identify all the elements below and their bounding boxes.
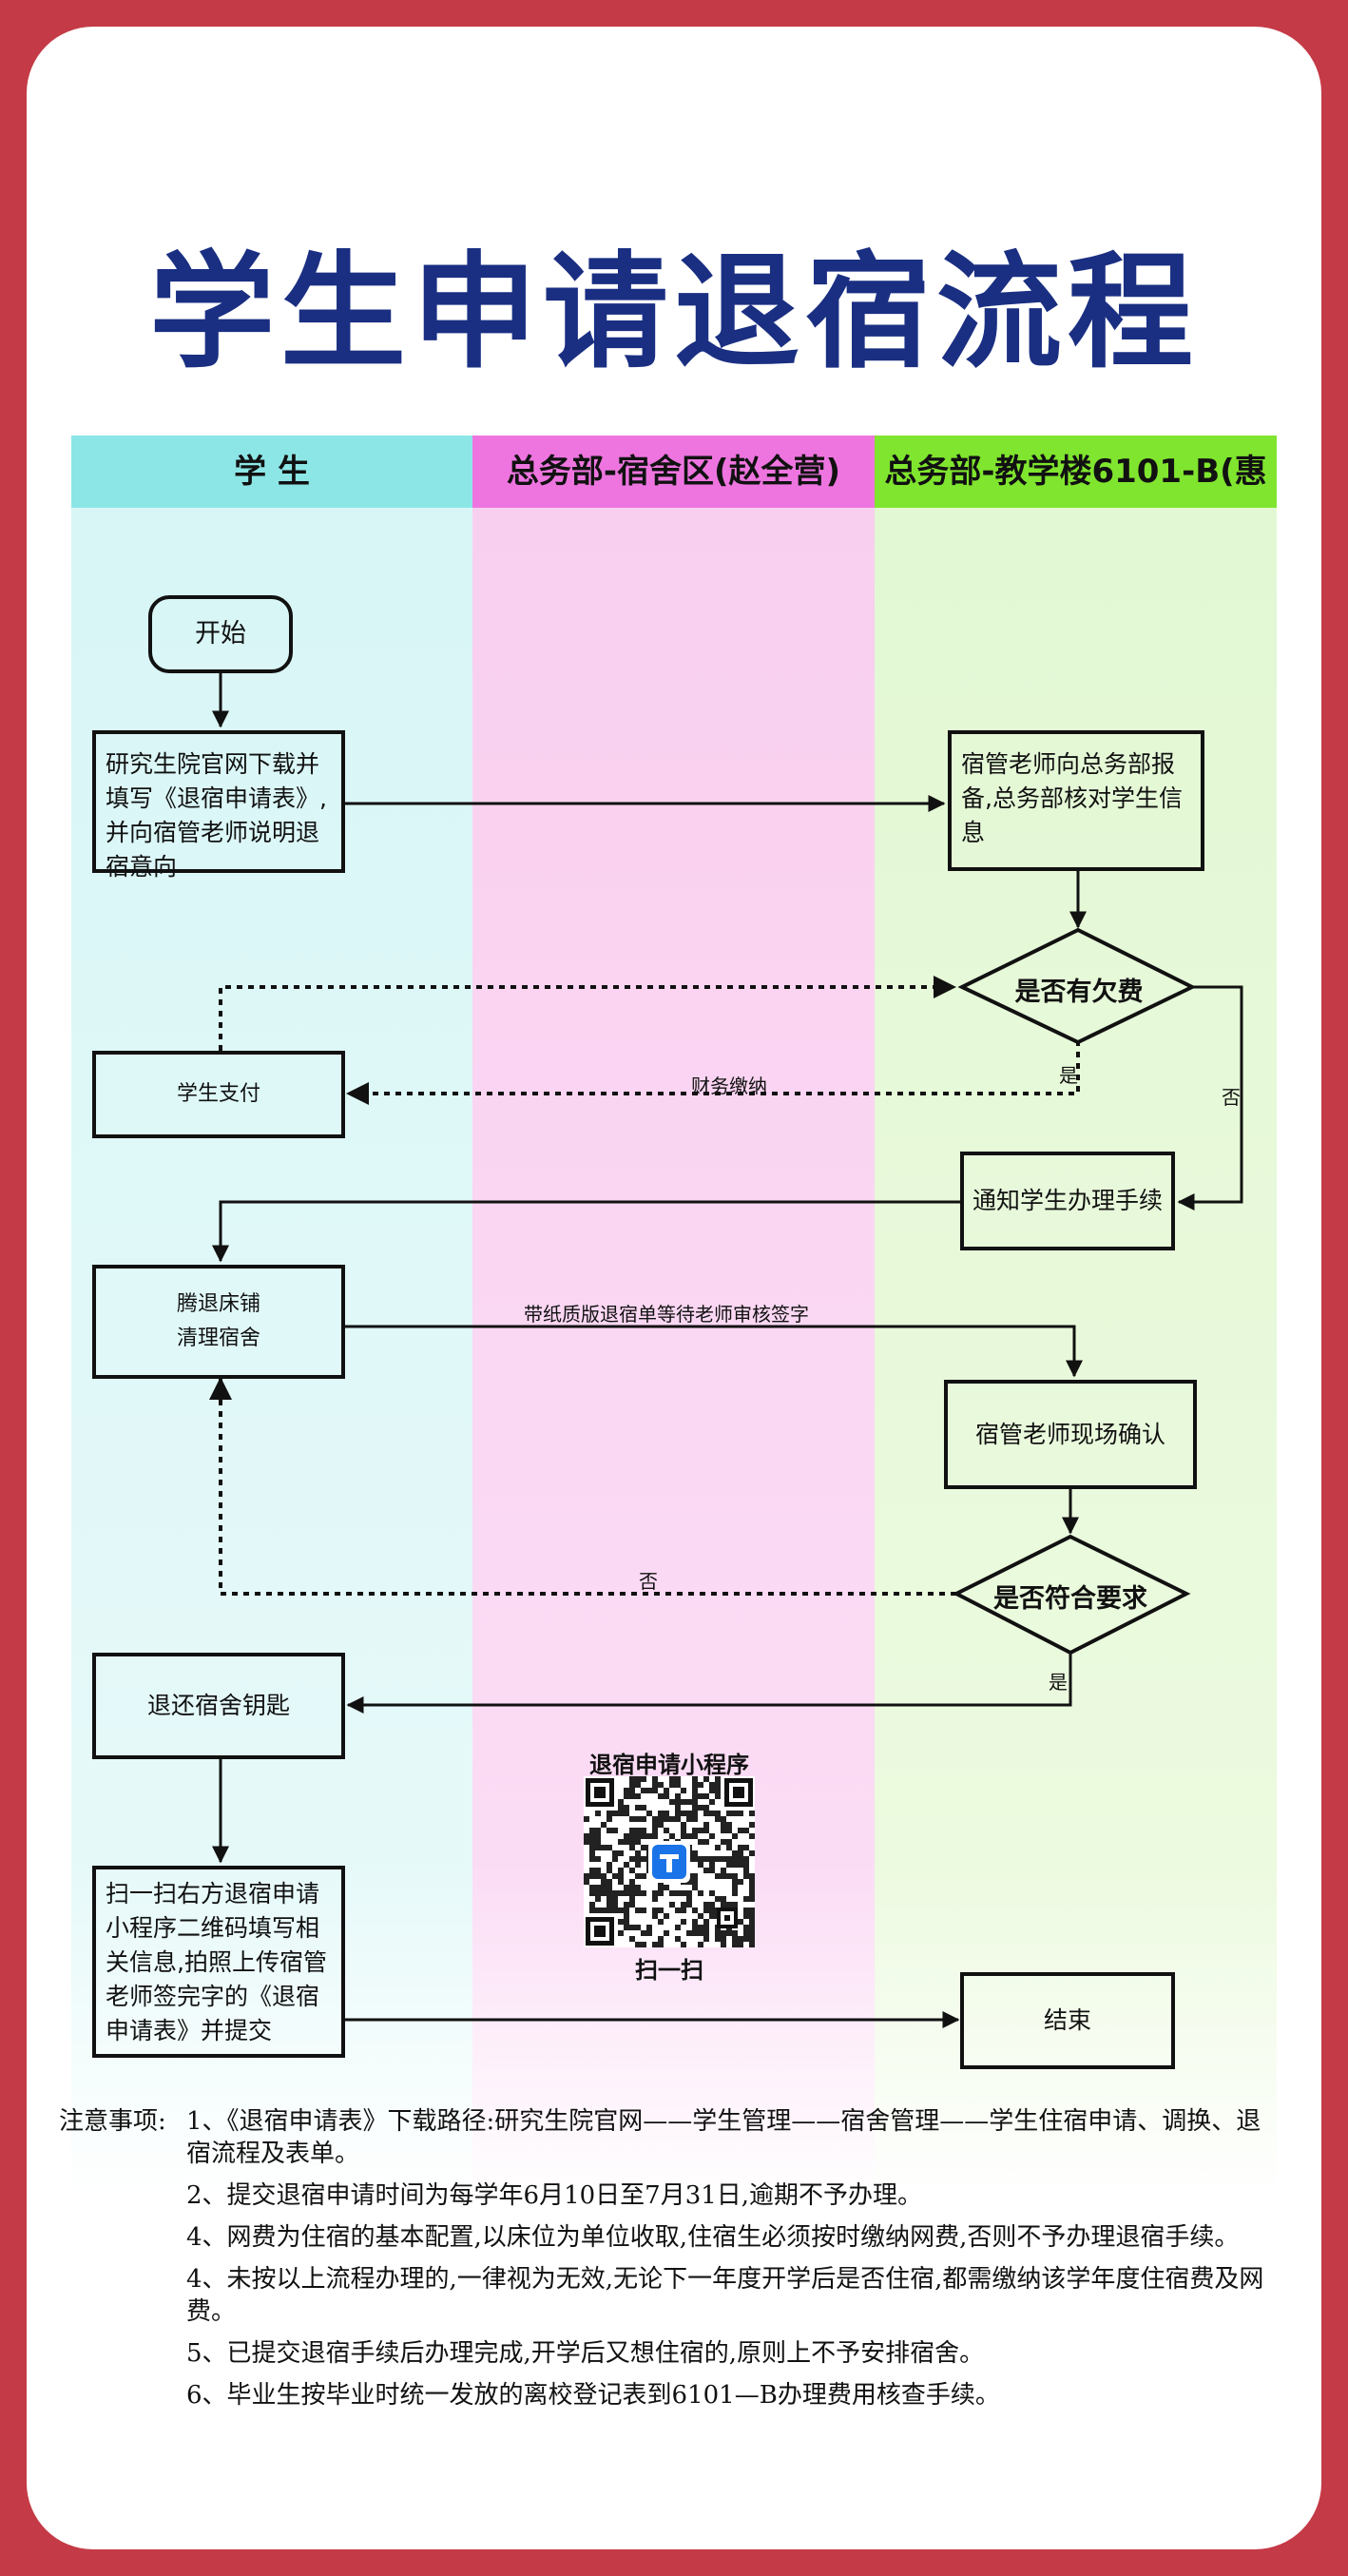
node-pay: 学生支付 <box>92 1051 345 1138</box>
qr-code-icon[interactable] <box>584 1776 755 1947</box>
edge-label-arrears-no: 否 <box>1222 1086 1241 1109</box>
lane-body-student <box>71 508 472 2200</box>
node-vacate: 腾退床铺 清理宿舍 <box>92 1265 345 1379</box>
note-text: 6、毕业生按毕业时统一发放的离校登记表到6101—B办理费用核查手续。 <box>186 2381 1000 2410</box>
qr-bottom-caption: 扫一扫 <box>635 1957 703 1984</box>
node-report: 宿管老师向总务部报备,总务部核对学生信息 <box>948 730 1204 871</box>
lane-header-dorm: 总务部-宿舍区(赵全营) <box>472 436 875 508</box>
node-end: 结束 <box>960 1972 1175 2069</box>
edge-label-meets-yes: 是 <box>1049 1671 1068 1694</box>
node-scan: 扫一扫右方退宿申请小程序二维码填写相关信息,拍照上传宿管老师签完字的《退宿申请表… <box>92 1866 345 2058</box>
edge-label-finance: 财务缴纳 <box>691 1075 767 1097</box>
node-download: 研究生院官网下载并填写《退宿申请表》,并向宿管老师说明退宿意向 <box>92 730 345 881</box>
node-arrears-label: 是否有欠费 <box>1014 978 1144 1007</box>
edge-label-meets-no: 否 <box>639 1570 658 1593</box>
edge-label-paper-form: 带纸质版退宿单等待老师审核签字 <box>524 1303 809 1326</box>
node-start: 开始 <box>148 595 293 673</box>
note-item: 4、未按以上流程办理的,一律视为无效,无论下一年度开学后是否住宿,都需缴纳该学年… <box>59 2263 1285 2328</box>
node-notify: 通知学生办理手续 <box>960 1152 1175 1250</box>
note-text: 1、《退宿申请表》下载路径:研究生院官网——学生管理——宿舍管理——学生住宿申请… <box>186 2107 1261 2168</box>
note-text: 4、网费为住宿的基本配置,以床位为单位收取,住宿生必须按时缴纳网费,否则不予办理… <box>186 2223 1240 2252</box>
notes-section: 注意事项: 1、《退宿申请表》下载路径:研究生院官网——学生管理——宿舍管理——… <box>59 2105 1285 2421</box>
note-item: 5、已提交退宿手续后办理完成,开学后又想住宿的,原则上不予安排宿舍。 <box>59 2337 1285 2370</box>
note-item: 注意事项: 1、《退宿申请表》下载路径:研究生院官网——学生管理——宿舍管理——… <box>59 2105 1285 2170</box>
note-item: 2、提交退宿申请时间为每学年6月10日至7月31日,逾期不予办理。 <box>59 2179 1285 2212</box>
node-confirm: 宿管老师现场确认 <box>944 1380 1197 1489</box>
diamond-meets <box>952 1534 1191 1656</box>
notes-prefix: 注意事项: <box>59 2107 166 2136</box>
node-return-key: 退还宿舍钥匙 <box>92 1653 345 1759</box>
edge-label-arrears-yes: 是 <box>1059 1064 1078 1087</box>
lane-header-student: 学 生 <box>71 436 472 508</box>
note-text: 5、已提交退宿手续后办理完成,开学后又想住宿的,原则上不予安排宿舍。 <box>186 2339 985 2368</box>
page-title: 学生申请退宿流程 <box>149 240 1199 386</box>
node-meets-label: 是否符合要求 <box>993 1584 1147 1614</box>
qr-top-caption: 退宿申请小程序 <box>589 1752 749 1778</box>
diamond-arrears <box>957 927 1197 1045</box>
note-text: 2、提交退宿申请时间为每学年6月10日至7月31日,逾期不予办理。 <box>186 2181 923 2210</box>
note-item: 4、网费为住宿的基本配置,以床位为单位收取,住宿生必须按时缴纳网费,否则不予办理… <box>59 2221 1285 2254</box>
note-item: 6、毕业生按毕业时统一发放的离校登记表到6101—B办理费用核查手续。 <box>59 2379 1285 2411</box>
note-text: 4、未按以上流程办理的,一律视为无效,无论下一年度开学后是否住宿,都需缴纳该学年… <box>186 2265 1264 2326</box>
